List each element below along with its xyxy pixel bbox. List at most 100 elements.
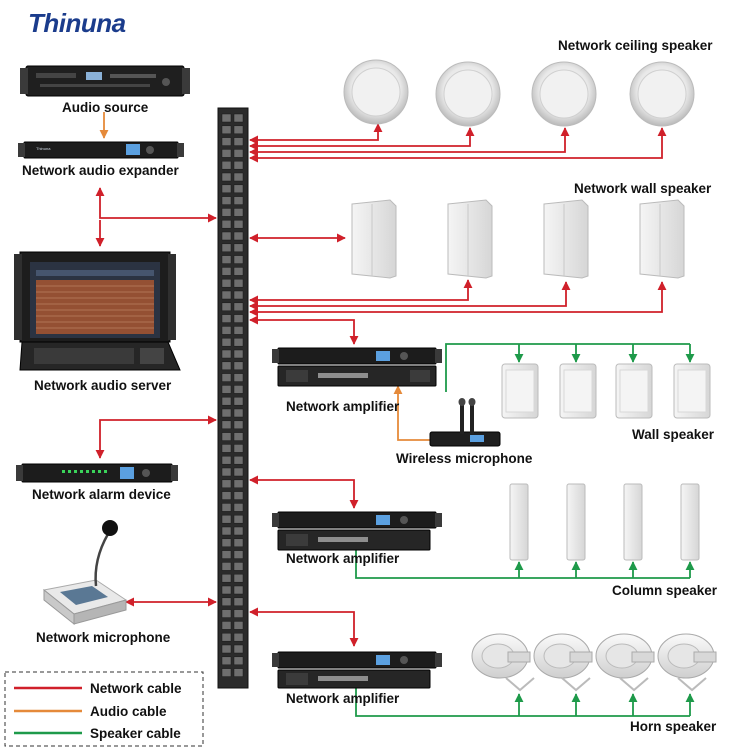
network-amplifier-1-device <box>272 347 442 387</box>
switch-port <box>233 137 244 146</box>
network-wall-speaker-3 <box>543 199 589 279</box>
switch-port <box>233 432 244 441</box>
column-speakers <box>509 483 700 561</box>
switch-port <box>233 550 244 559</box>
switch-port <box>221 467 232 477</box>
ceiling-speaker-3 <box>531 61 597 127</box>
switch-port <box>221 444 232 453</box>
switch-port <box>233 396 244 406</box>
switch-port <box>233 113 244 123</box>
switch-port <box>221 385 232 394</box>
switch-port <box>221 573 232 583</box>
label-network-audio-expander: Network audio expander <box>22 163 180 178</box>
switch-port <box>233 668 244 677</box>
switch-port <box>221 396 232 406</box>
wall-speaker-1 <box>501 363 539 419</box>
switch-port <box>221 314 232 323</box>
wall-speaker-4 <box>673 363 711 419</box>
wall-speaker-3 <box>615 363 653 419</box>
column-speaker-2 <box>566 483 586 561</box>
switch-port <box>221 125 232 135</box>
switch-port <box>233 290 244 300</box>
switch-port <box>221 491 232 500</box>
switch-port <box>221 514 232 524</box>
label-network-ceiling-speaker: Network ceiling speaker <box>558 38 713 53</box>
switch-port <box>221 137 232 146</box>
horn-speaker-2 <box>533 633 593 692</box>
legend-label-network: Network cable <box>90 681 182 696</box>
switch-port <box>221 243 232 253</box>
switch-port <box>233 644 244 654</box>
switch-port <box>221 326 232 335</box>
switch-port <box>233 361 244 371</box>
network-amplifier-2-device <box>272 511 442 551</box>
switch-port <box>233 491 244 500</box>
switch-port <box>233 302 244 312</box>
switch-port <box>221 420 232 430</box>
network-alarm-device <box>16 463 178 483</box>
switch-port <box>233 337 244 347</box>
switch-port <box>233 562 244 571</box>
switch-port <box>233 314 244 323</box>
switch-port <box>233 255 244 264</box>
label-network-amplifier-1: Network amplifier <box>286 399 400 414</box>
switch-port <box>221 302 232 312</box>
switch-port <box>221 255 232 264</box>
network-wall-speaker-4 <box>639 199 685 279</box>
ceiling-speakers <box>343 59 695 127</box>
switch-port <box>233 538 244 548</box>
network-audio-server-device <box>14 251 181 371</box>
audio-cables <box>99 112 434 441</box>
switch-port <box>233 621 244 630</box>
switch-port <box>221 208 232 217</box>
switch-port <box>233 420 244 430</box>
switch-port <box>233 408 244 418</box>
label-network-microphone: Network microphone <box>36 630 171 645</box>
switch-port <box>233 208 244 217</box>
switch-port <box>233 149 244 158</box>
switch-port <box>233 326 244 335</box>
switch-port <box>221 503 232 512</box>
network-cables <box>95 123 667 647</box>
network-wall-speaker-1 <box>351 199 397 279</box>
switch-port <box>233 219 244 229</box>
label-column-speaker: Column speaker <box>612 583 718 598</box>
network-switch <box>217 107 249 689</box>
switch-port <box>233 479 244 489</box>
wall-speakers <box>501 363 711 419</box>
network-microphone-device <box>42 520 128 626</box>
switch-port <box>233 373 244 382</box>
horn-speaker-1 <box>471 633 535 692</box>
switch-port <box>233 609 244 618</box>
network-amplifier-3-device <box>272 651 442 689</box>
audio-source-device <box>20 65 190 97</box>
column-speaker-3 <box>623 483 643 561</box>
column-speaker-1 <box>509 483 529 561</box>
legend-item-speaker-cable: Speaker cable <box>14 726 181 741</box>
switch-port <box>221 479 232 489</box>
switch-port <box>233 160 244 170</box>
switch-port <box>233 172 244 182</box>
label-network-wall-speaker: Network wall speaker <box>574 181 712 196</box>
switch-port <box>233 573 244 583</box>
wireless-microphone-device <box>429 398 501 447</box>
legend-label-speaker: Speaker cable <box>90 726 181 741</box>
column-speaker-4 <box>680 483 700 561</box>
switch-port <box>221 160 232 170</box>
switch-port <box>221 113 232 123</box>
label-network-amplifier-3: Network amplifier <box>286 691 400 706</box>
switch-port <box>233 632 244 642</box>
switch-port <box>221 408 232 418</box>
switch-port <box>221 538 232 548</box>
switch-port <box>221 349 232 359</box>
ceiling-speaker-4 <box>629 61 695 127</box>
switch-port <box>221 290 232 300</box>
wall-speaker-2 <box>559 363 597 419</box>
horn-speaker-3 <box>595 633 655 692</box>
label-network-alarm-device: Network alarm device <box>32 487 171 502</box>
switch-port <box>233 231 244 241</box>
label-audio-source: Audio source <box>62 100 149 115</box>
switch-port <box>221 231 232 241</box>
switch-port <box>233 125 244 135</box>
